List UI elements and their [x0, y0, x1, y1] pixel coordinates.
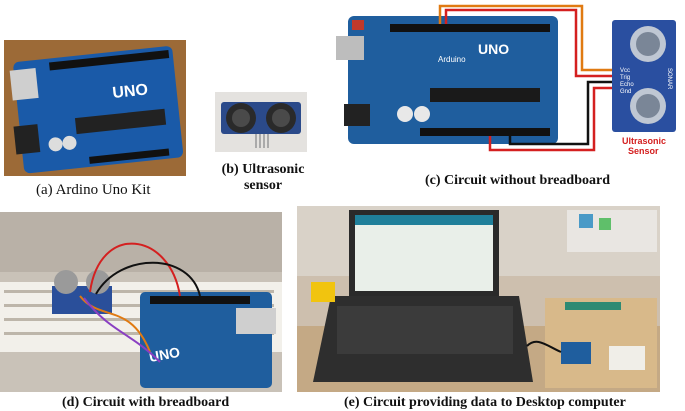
pin-trig: Trig [620, 75, 630, 81]
caption-c: (c) Circuit without breadboard [425, 173, 610, 188]
panel-b-sensor-photo [215, 92, 307, 152]
schematic-uno-label: UNO [478, 41, 509, 57]
uno-label: UNO [112, 81, 149, 102]
ultrasonic-sensor-image [215, 92, 307, 152]
laptop-circuit-image [297, 206, 660, 392]
breadboard-circuit-image: UNO [0, 212, 282, 392]
sonar-label: SONAR [666, 68, 672, 90]
arduino-board-image: UNO [4, 40, 186, 176]
caption-a: (a) Ardino Uno Kit [36, 182, 151, 198]
schematic-arduino-label: Arduino [438, 55, 466, 64]
pin-gnd: Gnd [620, 89, 631, 95]
panel-e-laptop-photo [297, 206, 660, 392]
pin-vcc: Vcc [620, 68, 630, 74]
panel-d-breadboard-photo: UNO [0, 212, 282, 392]
sensor-label-line1: Ultrasonic [622, 136, 666, 146]
sensor-label-line2: Sensor [628, 146, 659, 156]
pin-echo: Echo [620, 82, 634, 88]
caption-e: (e) Circuit providing data to Desktop co… [344, 395, 626, 410]
breadboard-uno-label: UNO [148, 344, 182, 365]
panel-a-arduino-photo: UNO [4, 40, 186, 176]
caption-b: (b) Ultrasonic sensor [221, 162, 305, 193]
panel-c-circuit-diagram: UNO Arduino Vcc Trig Echo Gnd SONAR Ultr… [330, 2, 680, 167]
circuit-schematic: UNO Arduino Vcc Trig Echo Gnd SONAR Ultr… [336, 4, 676, 156]
caption-d: (d) Circuit with breadboard [62, 395, 230, 410]
